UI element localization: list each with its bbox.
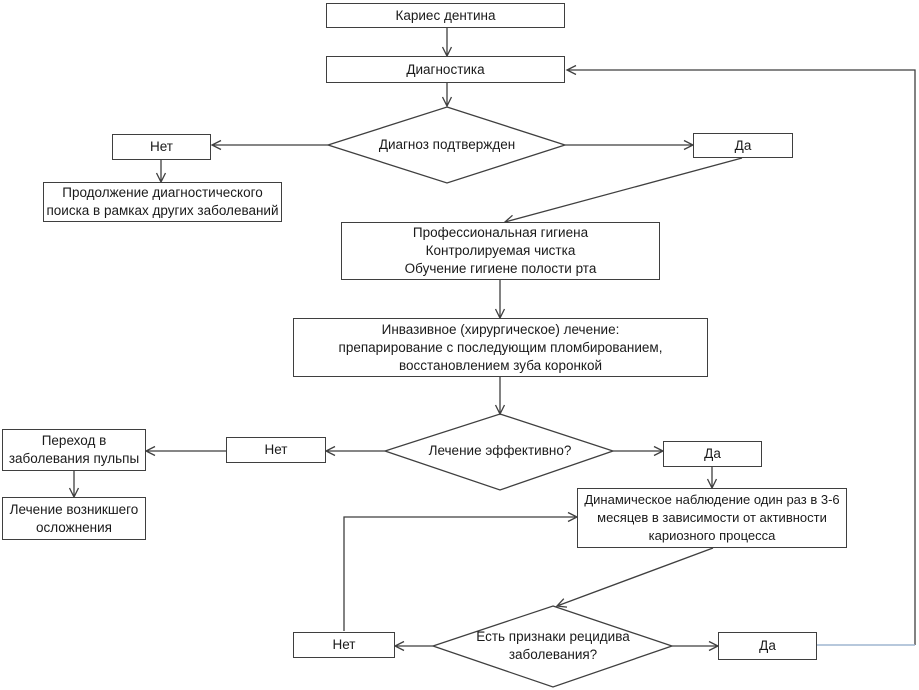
node-invasive-treatment: Инвазивное (хирургическое) лечение: преп… xyxy=(293,318,708,377)
node-no-3: Нет xyxy=(293,632,395,658)
node-yes-2: Да xyxy=(663,441,762,467)
node-continue-search: Продолжение диагностического поиска в ра… xyxy=(43,182,282,222)
node-no-1: Нет xyxy=(112,134,211,160)
node-no-2: Нет xyxy=(226,437,326,463)
node-observation: Динамическое наблюдение один раз в 3-6 м… xyxy=(577,488,847,548)
decision-diamond-relapse xyxy=(433,606,672,687)
node-start: Кариес дентина xyxy=(326,3,565,28)
node-complication-treatment: Лечение возникшего осложнения xyxy=(2,497,146,540)
decision-diamond-diagnosis xyxy=(328,107,565,183)
node-diagnostics: Диагностика xyxy=(326,56,565,83)
node-pulp-transition: Переход в заболевания пульпы xyxy=(2,429,146,471)
node-yes-1: Да xyxy=(693,133,793,158)
node-hygiene: Профессиональная гигиена Контролируемая … xyxy=(341,222,660,280)
decision-diamond-effective xyxy=(385,414,613,490)
node-yes-3: Да xyxy=(718,632,817,660)
flow-connectors xyxy=(70,28,916,651)
